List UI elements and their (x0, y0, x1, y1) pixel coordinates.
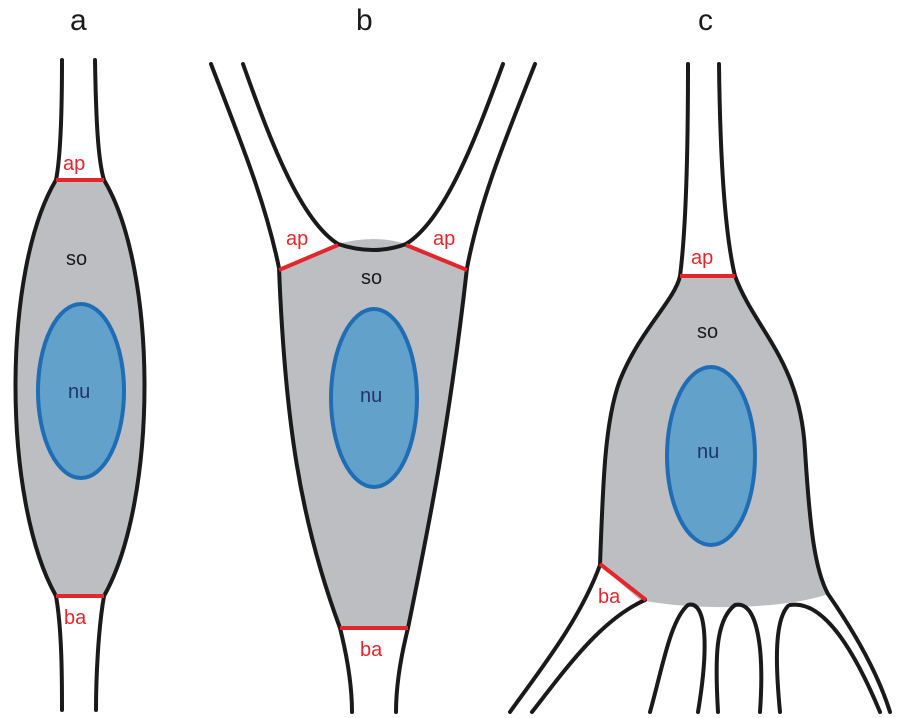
panel-c-apical-label: ap (691, 247, 713, 269)
panel-c-dendrite-5 (777, 606, 788, 712)
panel-b-letter: b (356, 4, 373, 37)
panel-b-apical-left-label: ap (286, 228, 308, 250)
panel-b-soma-label: so (361, 267, 382, 289)
panel-b-basal-label: ba (360, 639, 383, 661)
panel-c-soma-label: so (697, 321, 718, 343)
panel-b-inner-fork-outline (243, 64, 503, 250)
panel-a-apical-label: ap (63, 153, 85, 175)
panel-c-dendrite-3 (717, 605, 762, 712)
panel-c-nucleus-label: nu (697, 441, 719, 463)
panel-c-letter: c (698, 4, 713, 37)
panel-a-soma-label: so (66, 248, 87, 270)
panel-b-apical-right-label: ap (433, 228, 455, 250)
panel-a: a ap so nu ba (16, 4, 145, 710)
panel-b-nucleus-label: nu (360, 385, 382, 407)
panel-c-dendrite-2 (650, 605, 705, 712)
panel-a-letter: a (70, 4, 87, 37)
panel-c-basal-label: ba (598, 586, 621, 608)
panel-c: c ap so nu ba (510, 4, 890, 712)
panel-b: b ap ap so nu ba (211, 4, 535, 712)
panel-a-basal-label: ba (64, 607, 87, 629)
panel-a-nucleus-label: nu (68, 381, 90, 403)
